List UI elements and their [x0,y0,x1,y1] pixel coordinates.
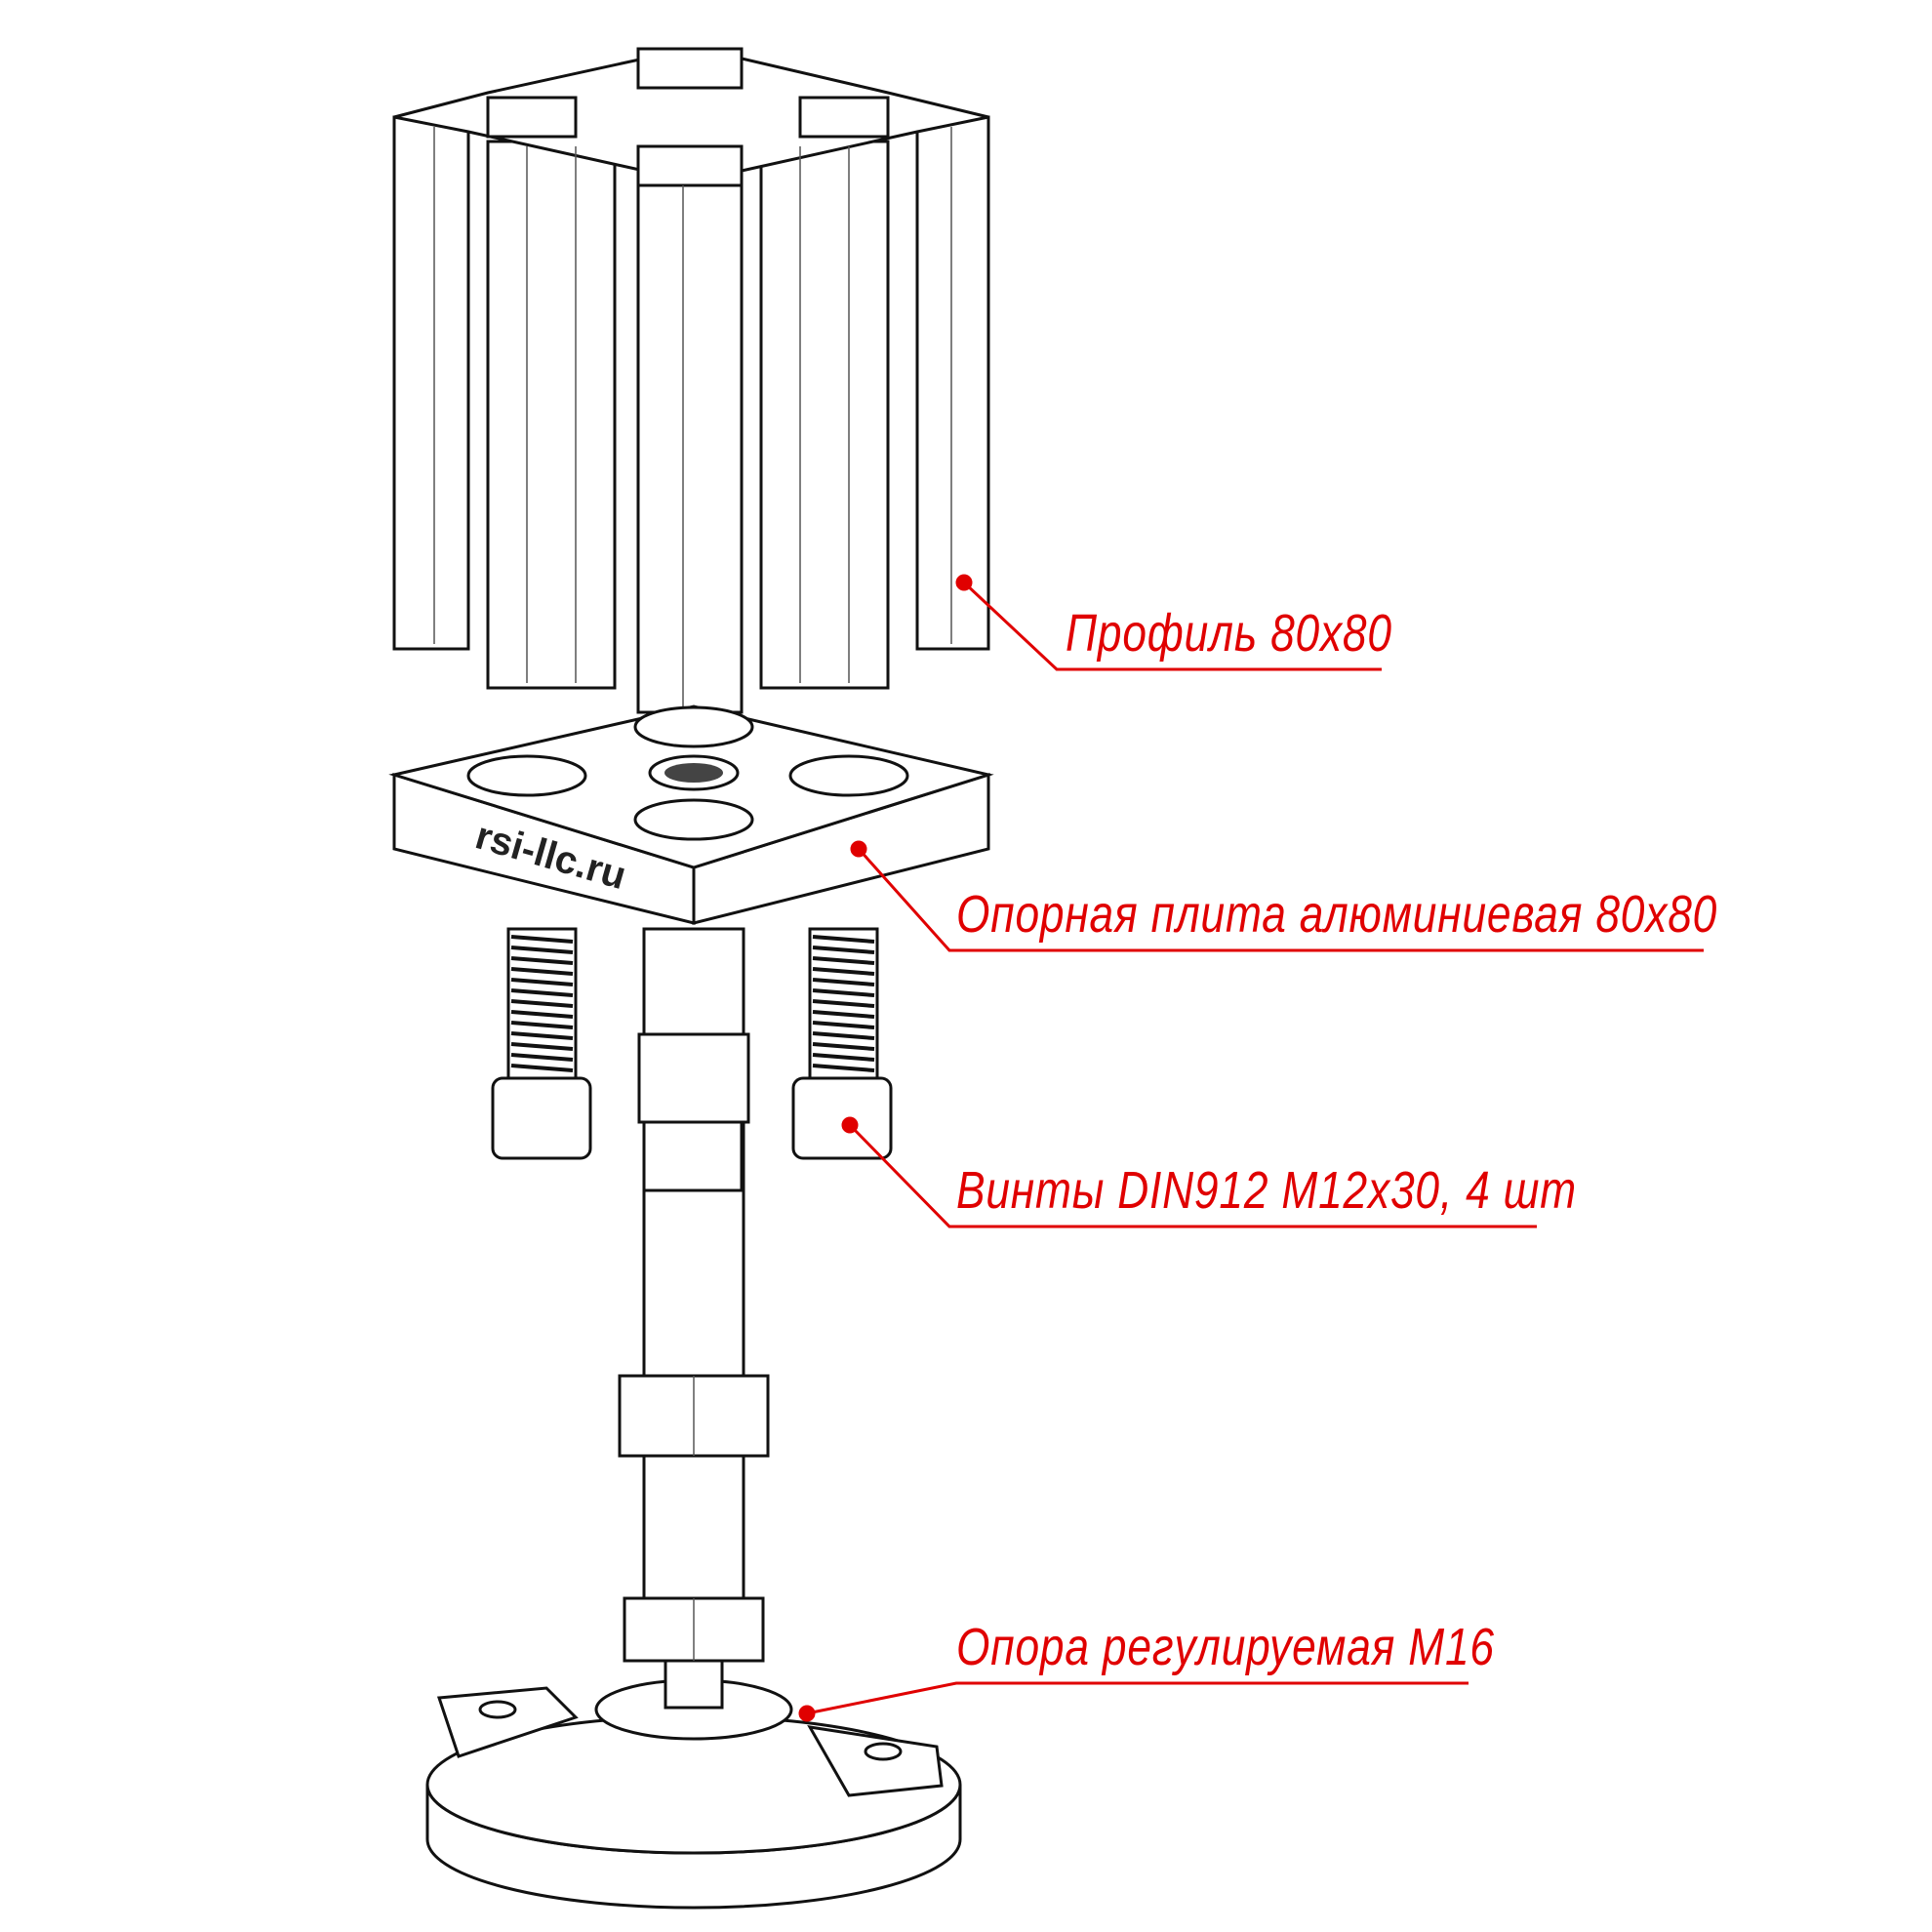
label-profile: Профиль 80х80 [1066,604,1392,663]
thread-line [812,1010,875,1019]
leveling-foot [425,927,962,1910]
thread-line [812,1042,875,1051]
thread-line [510,1010,574,1019]
thread-line [812,988,875,997]
callout-leaders [798,574,1704,1722]
thread-line [510,967,574,976]
base-plate: rsi-llc.ru [388,704,994,925]
thread-line [510,999,574,1008]
thread-line [510,1064,574,1072]
thread-line [510,1042,574,1051]
cap-screws [491,927,893,1160]
thread-line [510,956,574,965]
thread-line [812,1053,875,1062]
thread-line [510,988,574,997]
label-foot: Опора регулируемая М16 [956,1618,1495,1676]
thread-line [510,946,574,954]
thread-line [812,1064,875,1072]
thread-line [812,967,875,976]
thread-line [812,956,875,965]
thread-line [510,978,574,986]
aluminium-profile [392,47,990,714]
thread-line [812,978,875,986]
thread-line [812,946,875,954]
thread-line [510,1053,574,1062]
thread-line [510,935,574,944]
thread-line [510,1021,574,1029]
label-screws: Винты DIN912 M12х30, 4 шт [956,1161,1577,1220]
label-plate: Опорная плита алюминиевая 80х80 [956,885,1718,944]
thread-line [812,1021,875,1029]
thread-line [812,999,875,1008]
thread-line [812,935,875,944]
thread-line [812,1031,875,1040]
thread-line [510,1031,574,1040]
